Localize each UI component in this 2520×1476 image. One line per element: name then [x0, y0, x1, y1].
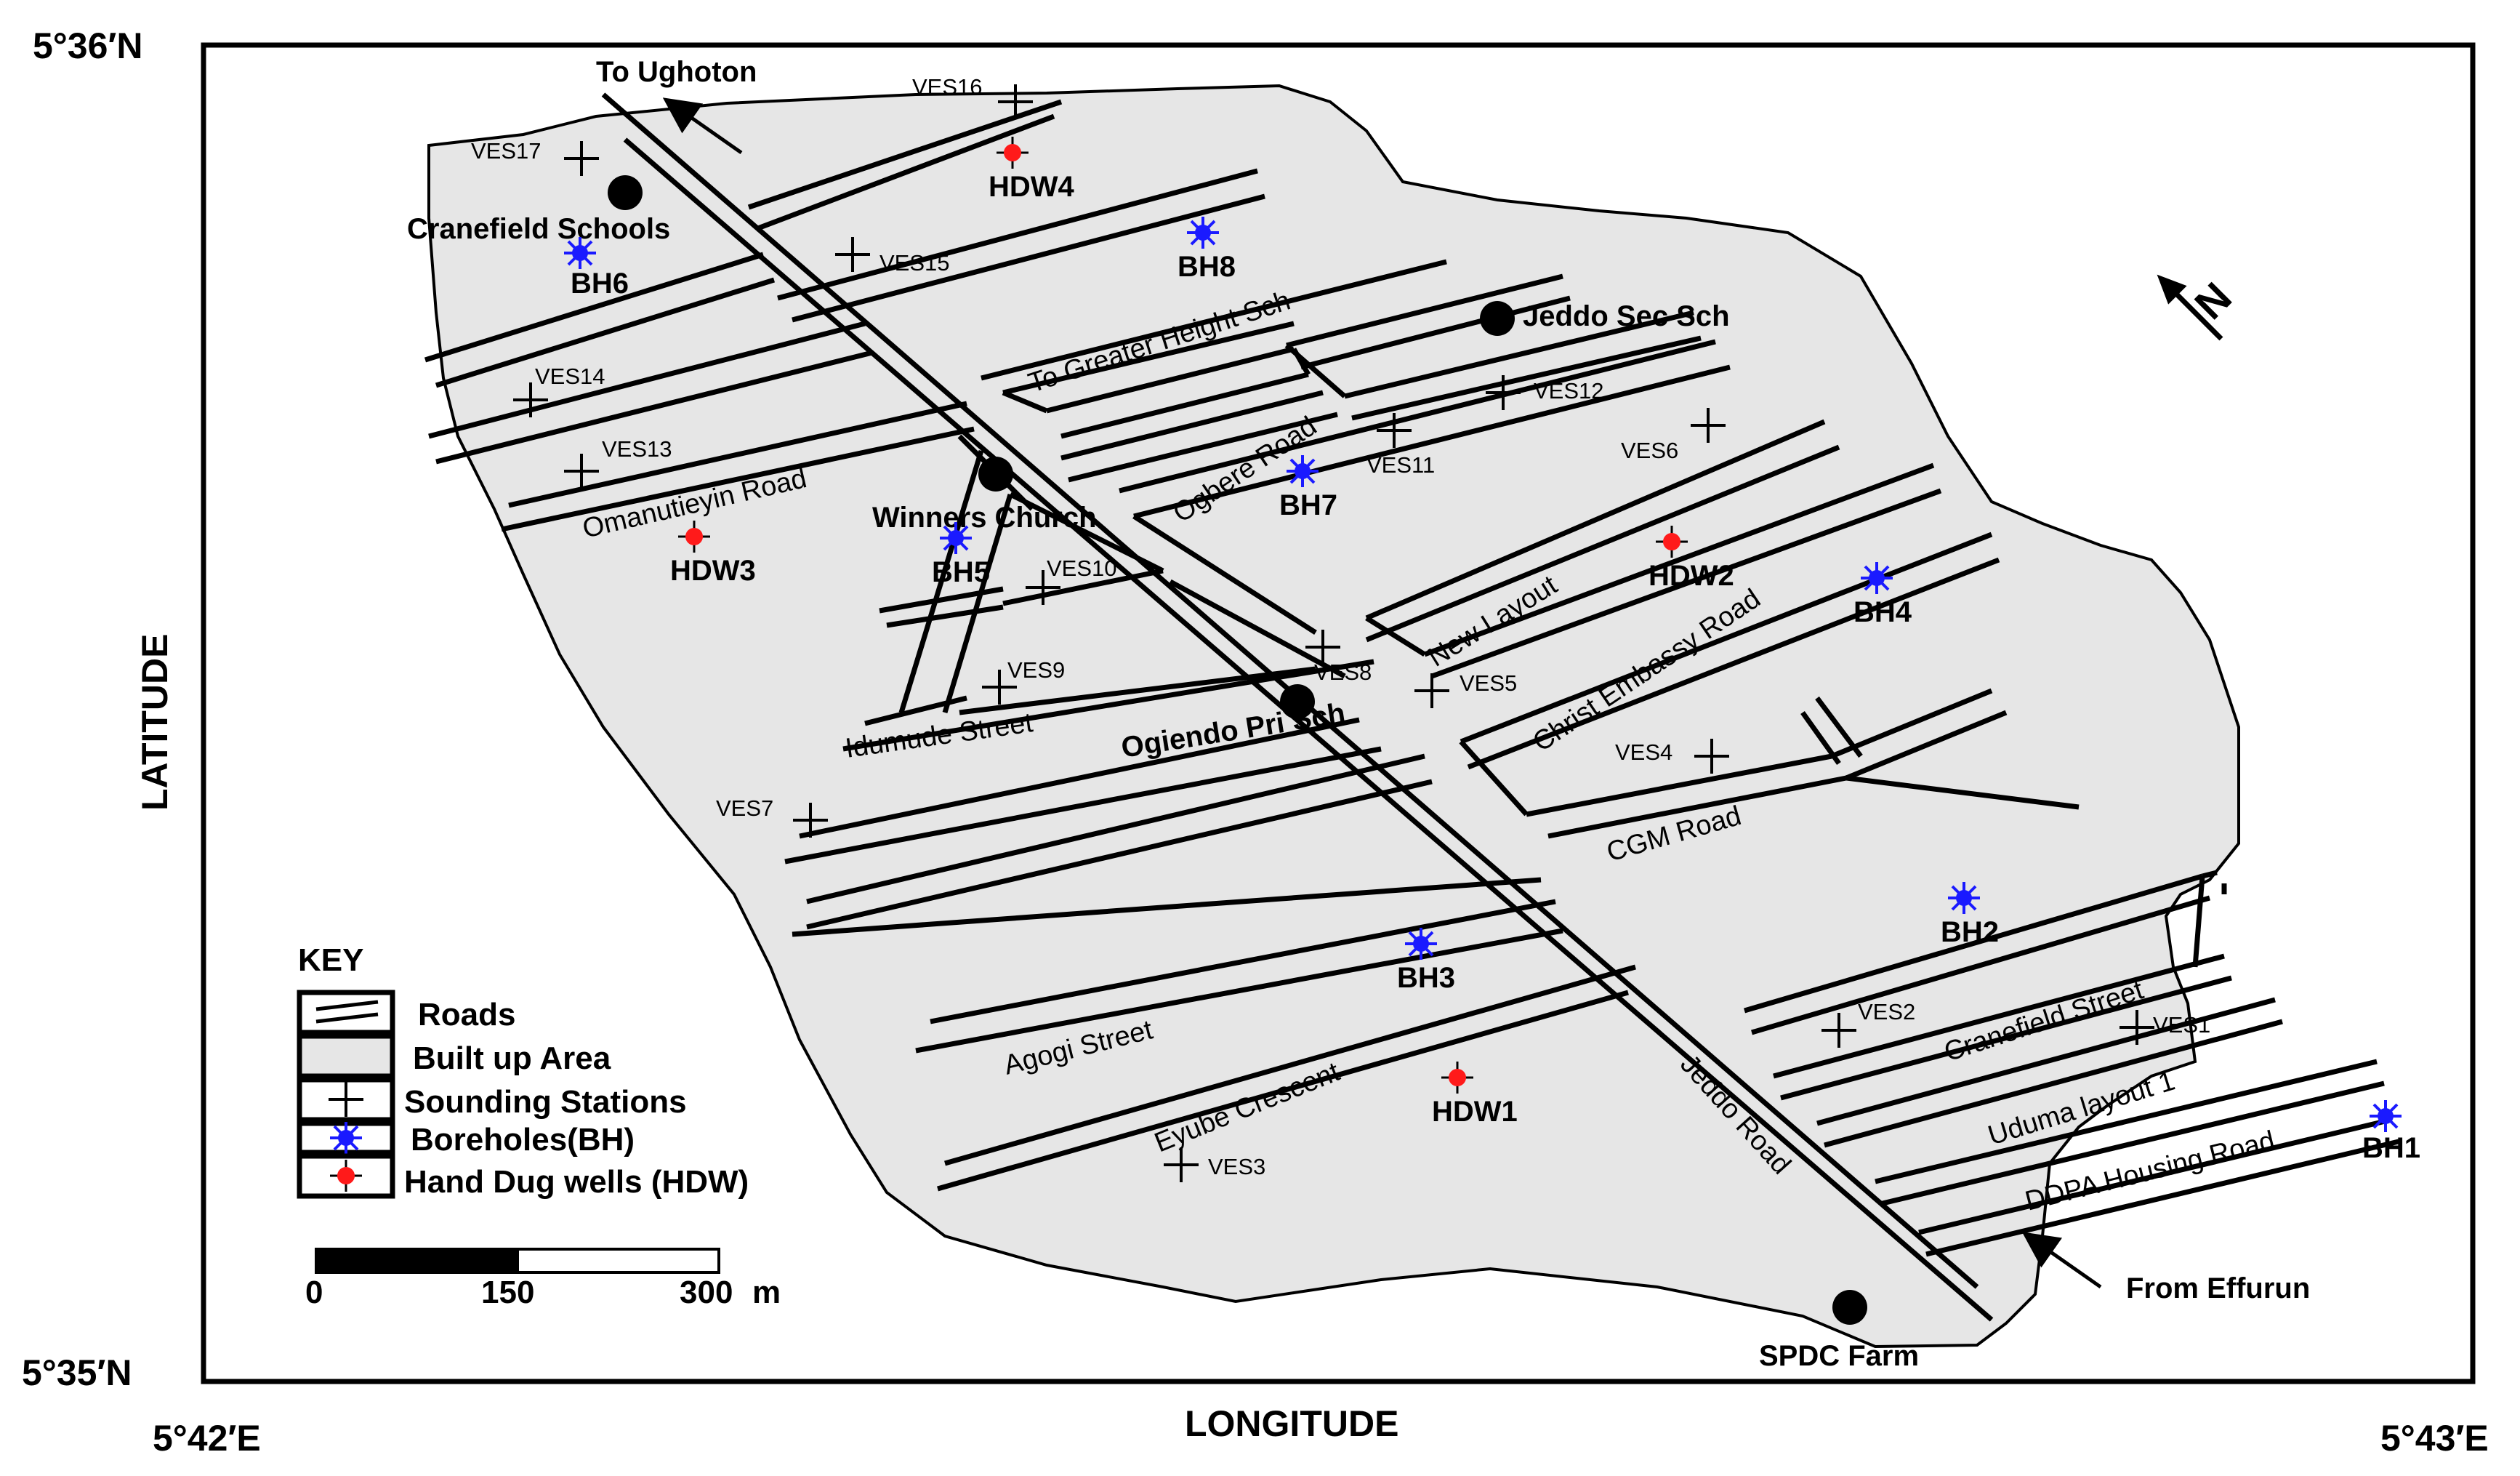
borehole-marker: [563, 236, 597, 270]
hdw-label: HDW3: [670, 555, 756, 587]
ves-label: VES11: [1366, 452, 1435, 478]
borehole-label: BH1: [2362, 1132, 2420, 1164]
key-box-built-up: [297, 1033, 395, 1079]
spdc-farm-label: SPDC Farm: [1759, 1340, 1919, 1372]
scale-tick-300: 300: [680, 1275, 733, 1310]
scale-tick-0: 0: [305, 1275, 323, 1310]
from-effurun-arrow: [2021, 1232, 2102, 1289]
scale-tick-150: 150: [481, 1275, 534, 1310]
winners-church-label: Winners Church: [872, 502, 1097, 534]
to-ughoton-label: To Ughoton: [596, 56, 757, 88]
ves-label: VES14: [535, 364, 605, 389]
borehole-label: BH8: [1178, 251, 1236, 283]
borehole-marker: [1285, 454, 1320, 489]
from-effurun-label: From Effurun: [2126, 1272, 2310, 1304]
spdc-farm-marker: [1832, 1290, 1867, 1325]
key-label-built-up: Built up Area: [413, 1040, 611, 1076]
roads: [424, 92, 2399, 1322]
sounding-stations: VES1 VES2 VES3 VES4 VES5 VES6 VES7 VES8 …: [471, 74, 2210, 1184]
ves-label: VES17: [471, 138, 542, 164]
borehole-label: BH4: [1853, 596, 1912, 628]
borehole-label: BH7: [1279, 489, 1337, 521]
to-ughoton-arrow: [662, 97, 743, 155]
key-label-hdw: Hand Dug wells (HDW): [404, 1164, 749, 1200]
ves-label: VES13: [602, 436, 672, 462]
ves-label: VES1: [2153, 1012, 2210, 1038]
corner-bottom-right-longitude: 5°43′E: [2380, 1418, 2489, 1459]
ves-label: VES12: [1534, 378, 1604, 404]
boreholes: BH1 BH2 BH3 BH4 BH5 BH6 BH7 BH8: [563, 215, 2420, 1164]
borehole-marker: [1859, 561, 1894, 595]
scale-bar: 0 150 300 m: [305, 1248, 781, 1310]
jeddo-sec-sch-label: Jeddo Sec Sch: [1523, 300, 1730, 332]
borehole-marker: [1185, 215, 1220, 250]
key-label-borehole: Boreholes(BH): [411, 1122, 635, 1158]
key-label-roads: Roads: [418, 997, 515, 1032]
jeddo-sec-sch-marker: [1480, 301, 1515, 336]
ves-label: VES6: [1621, 438, 1678, 463]
corner-top-left: 5°36′N: [33, 25, 143, 66]
ves-label: VES8: [1314, 659, 1372, 685]
ves-label: VES9: [1007, 657, 1065, 683]
ves-label: VES3: [1208, 1154, 1265, 1179]
hdw-label: HDW4: [989, 171, 1075, 203]
borehole-marker: [1404, 926, 1438, 961]
winners-church-marker: [978, 457, 1013, 492]
borehole-marker: [938, 521, 973, 555]
ves-label: VES10: [1047, 555, 1117, 581]
corner-bottom-left: 5°35′N: [22, 1352, 132, 1393]
borehole-label: BH2: [1941, 916, 1999, 948]
borehole-label: BH5: [932, 556, 990, 588]
ves-label: VES16: [912, 74, 983, 100]
borehole-marker: [2368, 1099, 2403, 1134]
hdw-label: HDW2: [1649, 560, 1734, 592]
ves-label: VES7: [716, 795, 773, 821]
map-key: KEY Roads Built up Area Sounding Station…: [297, 942, 749, 1200]
key-label-sounding: Sounding Stations: [404, 1084, 687, 1120]
scale-unit: m: [752, 1275, 781, 1310]
ves-label: VES4: [1615, 739, 1672, 765]
borehole-marker: [1947, 881, 1981, 915]
ves-label: VES2: [1858, 999, 1915, 1024]
x-axis-label: LONGITUDE: [1185, 1403, 1398, 1444]
borehole-label: BH6: [571, 268, 629, 300]
hand-dug-wells: HDW1 HDW2 HDW3 HDW4: [670, 135, 1734, 1128]
ves-label: VES15: [879, 250, 950, 276]
key-box-roads: [297, 990, 395, 1035]
cranefield-schools-marker: [608, 175, 643, 210]
key-title: KEY: [298, 942, 363, 978]
key-borehole-icon: [329, 1120, 363, 1155]
ves-label: VES5: [1460, 670, 1517, 696]
cranefield-schools-label: Cranefield Schools: [407, 213, 670, 245]
corner-bottom-left-longitude: 5°42′E: [153, 1418, 261, 1459]
built-up-area: [427, 84, 2240, 1349]
y-axis-label: LATITUDE: [134, 634, 175, 811]
hdw-label: HDW1: [1432, 1096, 1518, 1128]
borehole-label: BH3: [1397, 962, 1455, 994]
